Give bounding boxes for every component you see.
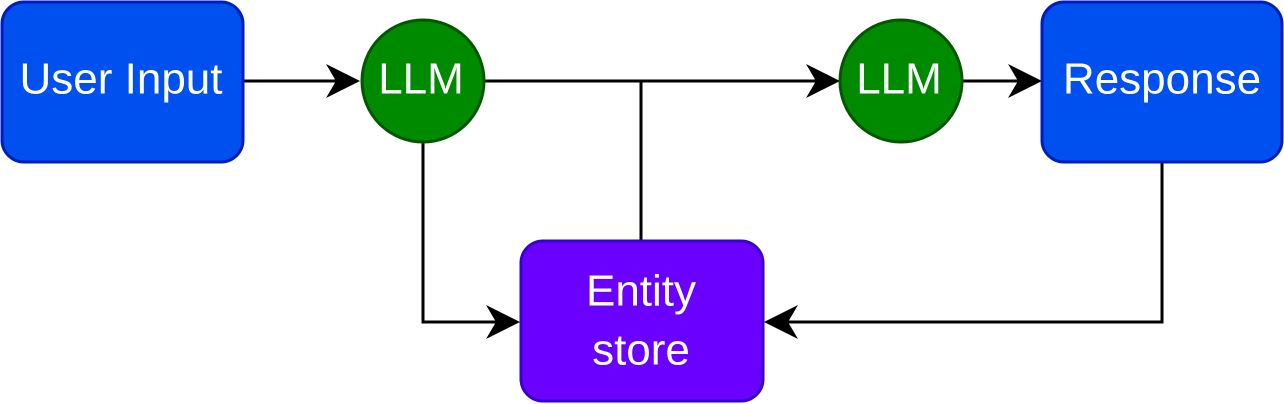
llm-circle-1: [360, 18, 486, 144]
response-label: Response: [1063, 55, 1261, 104]
entity-store-box: [519, 239, 765, 403]
llm-node-1: LLM: [360, 18, 486, 144]
edge-llm-to-entity-store: [421, 143, 498, 324]
edges: [243, 64, 1164, 339]
arrowhead-icon: [326, 64, 360, 98]
user-input-node: User Input: [0, 0, 245, 164]
entity-store-label-line1: Entity: [586, 267, 696, 316]
llm-node-2: LLM: [838, 18, 964, 144]
response-box: [1040, 0, 1284, 164]
entity-store-label-line2: store: [592, 326, 690, 375]
llm-label-2: LLM: [856, 55, 942, 104]
edge-response-to-entity-store: [786, 162, 1164, 324]
response-node: Response: [1040, 0, 1284, 164]
llm-label-1: LLM: [378, 55, 464, 104]
entity-store-node: Entity store: [519, 239, 765, 403]
arrowhead-icon: [486, 305, 520, 339]
arrowhead-icon: [806, 64, 840, 98]
arrowhead-icon: [764, 305, 798, 339]
user-input-label: User Input: [20, 55, 223, 104]
arrowhead-icon: [1008, 64, 1042, 98]
user-input-box: [0, 0, 245, 164]
llm-circle-2: [838, 18, 964, 144]
